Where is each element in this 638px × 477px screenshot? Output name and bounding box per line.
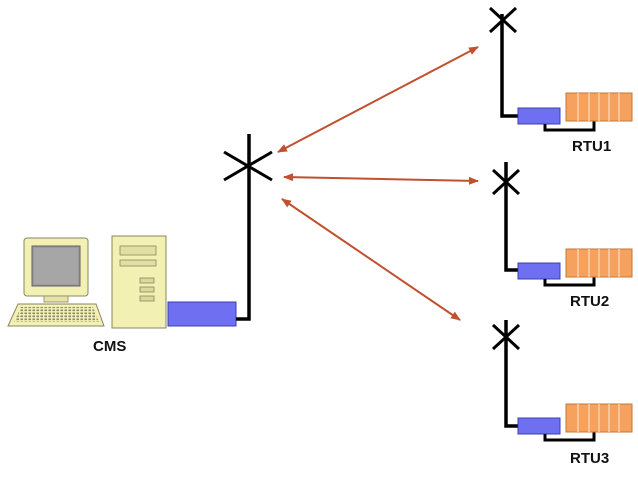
rtu1-label: RTU1 — [572, 138, 611, 155]
radio-modem-icon — [517, 417, 561, 435]
radio-modem-icon — [517, 262, 561, 280]
antenna-icon — [488, 6, 519, 118]
link-arrow-rtu2 — [283, 173, 479, 185]
desktop-computer-icon — [7, 237, 105, 327]
antenna-icon — [491, 162, 521, 272]
modem-cable — [543, 121, 596, 132]
link-arrow-rtu1 — [277, 46, 479, 153]
rtu2-station: RTU2 — [491, 162, 633, 310]
radio-modem-icon — [167, 301, 237, 327]
antenna-icon — [491, 320, 521, 428]
antenna-icon — [223, 134, 273, 321]
rtu-rack-icon — [565, 248, 633, 278]
modem-cable — [543, 275, 596, 287]
cms-station: CMS — [7, 134, 273, 355]
rtu3-label: RTU3 — [570, 450, 609, 467]
modem-cable — [543, 430, 596, 442]
radio-links — [277, 46, 479, 321]
rtu-rack-icon — [565, 92, 633, 122]
cms-label: CMS — [93, 338, 126, 355]
radio-modem-icon — [517, 107, 561, 125]
pc-tower-icon — [111, 235, 167, 329]
link-arrow-rtu3 — [281, 198, 461, 321]
rtu3-station: RTU3 — [491, 320, 633, 467]
rtu-rack-icon — [565, 403, 633, 433]
rtu2-label: RTU2 — [570, 293, 609, 310]
rtu1-station: RTU1 — [488, 6, 633, 155]
